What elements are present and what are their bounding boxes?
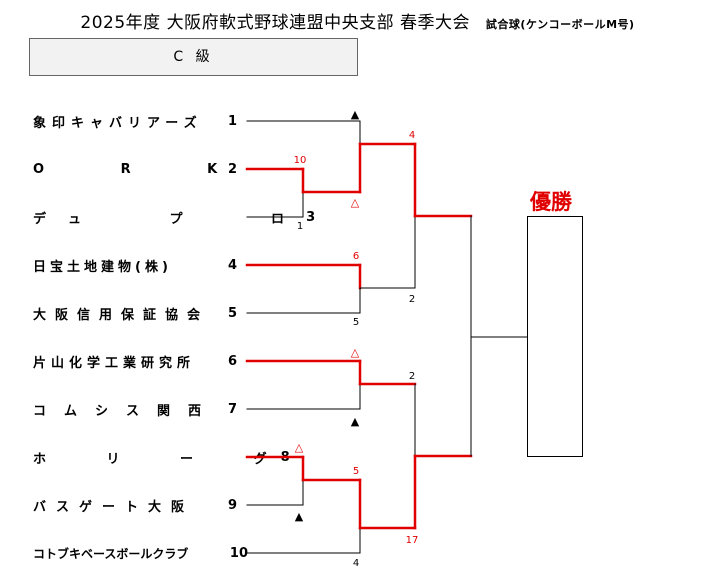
forfeit-loss-marker: ▲ xyxy=(351,108,360,121)
team-number: 2 xyxy=(227,161,237,177)
team-row-10: コトブキベースボールクラブ 10 xyxy=(33,543,248,563)
team-name: O R K xyxy=(33,161,218,177)
team-row-2: O R K 2 xyxy=(33,159,243,179)
team-name: 象印キャバリアーズ xyxy=(33,115,203,131)
team-name: ホ リ ー グ xyxy=(33,451,281,467)
team-number: 9 xyxy=(227,497,237,513)
team-row-9: バスゲート大阪 9 xyxy=(33,495,243,515)
team-number: 5 xyxy=(227,305,237,321)
score-label: 5 xyxy=(353,317,359,328)
score-label: 1 xyxy=(297,221,303,232)
forfeit-win-marker: △ xyxy=(295,441,304,454)
team-name: バスゲート大阪 xyxy=(33,499,195,515)
team-name: 大阪信用保証協会 xyxy=(33,307,210,323)
tournament-subtitle: 試合球(ケンコーボールM号) xyxy=(485,18,635,31)
score-label: 2 xyxy=(409,294,415,305)
team-name: 日宝土地建物(株) xyxy=(33,259,172,275)
team-row-3: デュ プ ロ 3 xyxy=(33,207,315,227)
tournament-title: 2025年度 大阪府軟式野球連盟中央支部 春季大会 xyxy=(80,13,470,33)
class-label-box: C 級 xyxy=(29,38,358,76)
score-label: 5 xyxy=(353,466,359,477)
team-number: 1 xyxy=(227,113,237,129)
score-label: 10 xyxy=(294,155,307,166)
forfeit-win-marker: △ xyxy=(351,196,360,209)
team-number: 3 xyxy=(306,209,316,225)
team-number: 10 xyxy=(229,545,248,561)
team-row-1: 象印キャバリアーズ 1 xyxy=(33,111,243,131)
score-label: 4 xyxy=(409,130,415,141)
forfeit-loss-marker: ▲ xyxy=(295,510,304,523)
team-row-6: 片山化学工業研究所 6 xyxy=(33,351,243,371)
team-name: コムシス関西 xyxy=(33,403,220,419)
forfeit-win-marker: △ xyxy=(351,346,360,359)
score-label: 6 xyxy=(353,251,359,262)
score-label: 2 xyxy=(409,371,415,382)
team-name: 片山化学工業研究所 xyxy=(33,355,196,371)
team-number: 4 xyxy=(227,257,237,273)
team-row-4: 日宝土地建物(株) 4 xyxy=(33,255,243,275)
page-title: 2025年度 大阪府軟式野球連盟中央支部 春季大会 試合球(ケンコーボールM号) xyxy=(0,8,715,33)
team-row-5: 大阪信用保証協会 5 xyxy=(33,303,243,323)
forfeit-loss-marker: ▲ xyxy=(351,415,360,428)
team-number: 7 xyxy=(227,401,237,417)
team-row-7: コムシス関西 7 xyxy=(33,399,243,419)
team-number: 6 xyxy=(227,353,237,369)
champion-label: 優勝 xyxy=(530,189,572,214)
score-label: 4 xyxy=(353,558,359,569)
team-name: コトブキベースボールクラブ xyxy=(33,546,189,561)
score-label: 17 xyxy=(406,535,419,546)
team-name: デュ プ ロ xyxy=(33,211,307,227)
